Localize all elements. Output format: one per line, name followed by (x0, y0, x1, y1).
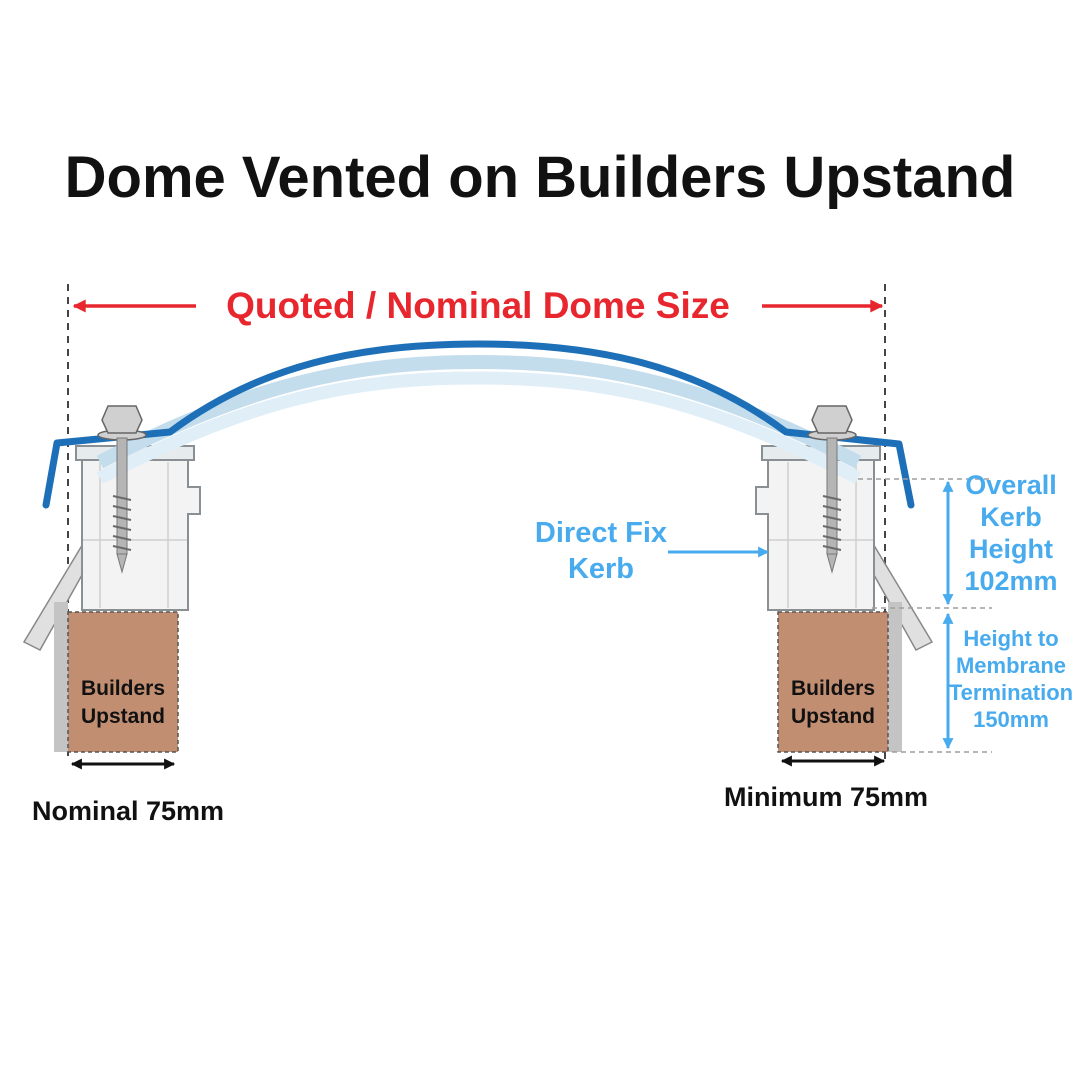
nominal-width-dimension: Nominal 75mm (32, 758, 224, 826)
dimension-ticks (858, 478, 992, 753)
direct-fix-label: Direct Fix Kerb (535, 517, 770, 585)
membrane-label-line2: Membrane (956, 653, 1066, 678)
left-upstand-label-line2: Upstand (81, 705, 165, 728)
right-upstand-block (777, 611, 889, 753)
left-screw-tip (116, 553, 128, 574)
page-title: Dome Vented on Builders Upstand (65, 145, 1016, 210)
right-upstand-label-line2: Upstand (791, 705, 875, 728)
kerb-height-label-line4: 102mm (964, 566, 1057, 596)
kerb-height-label-line1: Overall (965, 470, 1057, 500)
dome-size-label: Quoted / Nominal Dome Size (226, 285, 730, 326)
membrane-dimension: Height to Membrane Termination 150mm (942, 612, 1073, 750)
left-kerb (75, 445, 201, 611)
minimum-width-label: Minimum 75mm (724, 782, 928, 812)
kerb-height-label-line3: Height (969, 534, 1053, 564)
left-membrane-strip (54, 602, 68, 752)
left-builders-upstand: Builders Upstand (54, 602, 179, 753)
membrane-label-line4: 150mm (973, 707, 1049, 732)
direct-fix-label-line1: Direct Fix (535, 517, 667, 549)
right-screw-tip (826, 553, 838, 574)
dome-glazing-outer-sheet (96, 354, 862, 469)
kerb-height-dimension: Overall Kerb Height 102mm (942, 470, 1058, 606)
dome-glazing (96, 354, 862, 484)
right-screw-threads (822, 495, 842, 551)
dome-outline (42, 340, 915, 509)
left-screw (97, 405, 147, 574)
right-screw (807, 405, 857, 574)
nominal-width-label: Nominal 75mm (32, 796, 224, 826)
dome-size-dimension: Quoted / Nominal Dome Size (72, 285, 884, 326)
left-screw-threads (112, 495, 132, 551)
kerb-height-label-line2: Kerb (980, 502, 1042, 532)
right-kerb (755, 445, 881, 611)
left-upstand-label-line1: Builders (81, 677, 165, 700)
minimum-width-dimension: Minimum 75mm (724, 755, 928, 812)
membrane-label-line3: Termination (949, 680, 1073, 705)
dome-glazing-inner-sheet (97, 371, 861, 484)
right-membrane-strip (888, 602, 902, 752)
direct-fix-label-line2: Kerb (568, 553, 634, 585)
right-upstand-label-line1: Builders (791, 677, 875, 700)
left-upstand-block (67, 611, 179, 753)
membrane-label-line1: Height to (963, 626, 1058, 651)
right-builders-upstand: Builders Upstand (777, 602, 902, 753)
right-screw-head (811, 405, 853, 434)
left-screw-head (101, 405, 143, 434)
